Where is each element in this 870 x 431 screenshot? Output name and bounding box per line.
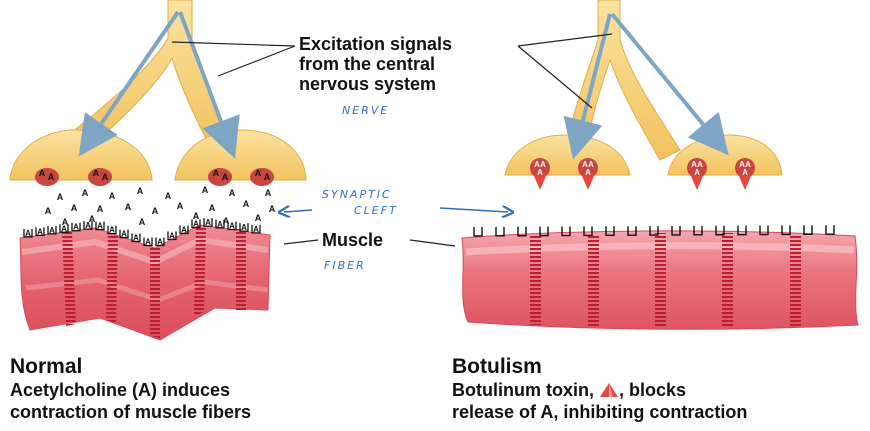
normal-terminal-left	[10, 130, 152, 180]
handwritten-cleft: CLEFT	[354, 204, 398, 217]
acetylcholine-a: A	[255, 168, 262, 178]
botulism-signal-arrow-left	[578, 14, 610, 140]
acetylcholine-a: A	[102, 172, 109, 182]
acetylcholine-a: A	[93, 168, 100, 178]
normal-terminal-right	[175, 130, 306, 180]
botulism-caption-line-1-pre: Botulinum toxin,	[452, 380, 594, 400]
handwritten-arrow-right	[440, 208, 508, 212]
excitation-line-1: Excitation signals	[299, 34, 452, 54]
acetylcholine-a: A	[39, 168, 46, 178]
excitation-line-3: nervous system	[299, 74, 452, 94]
botulism-title: Botulism	[452, 355, 747, 379]
excitation-line-2: from the central	[299, 54, 452, 74]
acetylcholine-a: A	[152, 206, 159, 216]
bound-acetylcholine-a: A	[109, 226, 115, 235]
vesicle-acetylcholine-a: A	[537, 168, 543, 177]
acetylcholine-a: A	[229, 188, 236, 198]
bound-acetylcholine-a: A	[25, 229, 31, 238]
normal-caption-line-1: Acetylcholine (A) induces	[10, 379, 251, 401]
handwritten-synaptic: SYNAPTIC	[322, 188, 392, 201]
acetylcholine-a: A	[165, 191, 172, 201]
botulism-caption-line-1: Botulinum toxin, , blocks	[452, 379, 747, 401]
acetylcholine-a: A	[89, 214, 96, 224]
excitation-label: Excitation signals from the central nerv…	[299, 34, 452, 94]
acetylcholine-a: A	[265, 188, 272, 198]
bound-acetylcholine-a: A	[145, 237, 151, 246]
acetylcholine-a: A	[264, 172, 271, 182]
acetylcholine-a: A	[125, 202, 132, 212]
toxin-triangle-icon	[599, 382, 619, 398]
acetylcholine-a: A	[223, 216, 230, 226]
acetylcholine-a: A	[243, 199, 250, 209]
vesicle-acetylcholine-a: A	[742, 168, 748, 177]
acetylcholine-a: A	[57, 192, 64, 202]
vesicle-acetylcholine-a: A	[585, 168, 591, 177]
handwritten-fiber: FIBER	[324, 259, 366, 272]
acetylcholine-a: A	[82, 188, 89, 198]
botulism-caption-line-1-post: , blocks	[619, 380, 686, 400]
acetylcholine-a: A	[269, 204, 276, 214]
empty-receptor	[826, 225, 834, 234]
acetylcholine-a: A	[48, 172, 55, 182]
handwritten-arrow-left	[284, 210, 312, 212]
bound-acetylcholine-a: A	[157, 238, 163, 247]
bound-acetylcholine-a: A	[205, 218, 211, 227]
acetylcholine-a: A	[139, 217, 146, 227]
acetylcholine-a: A	[97, 204, 104, 214]
normal-title: Normal	[10, 355, 251, 379]
bound-acetylcholine-a: A	[97, 222, 103, 231]
toxin-triangle-icon	[582, 176, 594, 190]
empty-receptor	[474, 227, 482, 236]
normal-caption-line-2: contraction of muscle fibers	[10, 401, 251, 423]
normal-caption: Normal Acetylcholine (A) induces contrac…	[10, 355, 251, 423]
normal-signal-arrow-left	[90, 12, 178, 140]
empty-receptor	[496, 227, 504, 236]
botulism-caption: Botulism Botulinum toxin, , blocks relea…	[452, 355, 747, 423]
muscle-label: Muscle	[322, 230, 383, 251]
botulism-caption-line-2: release of A, inhibiting contraction	[452, 401, 747, 423]
bound-acetylcholine-a: A	[133, 234, 139, 243]
botulism-terminal-right	[668, 135, 782, 175]
handwritten-nerve: NERVE	[342, 104, 389, 117]
vesicle-acetylcholine-a: A	[694, 168, 700, 177]
acetylcholine-a: A	[137, 186, 144, 196]
acetylcholine-a: A	[193, 211, 200, 221]
acetylcholine-a: A	[45, 206, 52, 216]
acetylcholine-a: A	[202, 185, 209, 195]
bound-acetylcholine-a: A	[241, 223, 247, 232]
empty-receptor	[804, 225, 812, 234]
toxin-triangle-icon	[534, 176, 546, 190]
bound-acetylcholine-a: A	[253, 225, 259, 234]
acetylcholine-a: A	[255, 213, 262, 223]
bound-acetylcholine-a: A	[229, 221, 235, 230]
acetylcholine-a: A	[213, 168, 220, 178]
bound-acetylcholine-a: A	[73, 223, 79, 232]
toxin-triangle-icon	[691, 176, 703, 190]
acetylcholine-a: A	[209, 203, 216, 213]
acetylcholine-a: A	[222, 172, 229, 182]
acetylcholine-a: A	[71, 203, 78, 213]
acetylcholine-a: A	[109, 191, 116, 201]
normal-nerve-axon	[62, 0, 232, 150]
bound-acetylcholine-a: A	[37, 227, 43, 236]
bound-acetylcholine-a: A	[181, 226, 187, 235]
bound-acetylcholine-a: A	[169, 232, 175, 241]
botulism-terminal-left	[505, 135, 630, 175]
bound-acetylcholine-a: A	[49, 226, 55, 235]
acetylcholine-a: A	[177, 201, 184, 211]
toxin-triangle-icon	[739, 176, 751, 190]
acetylcholine-a: A	[62, 217, 69, 227]
bound-acetylcholine-a: A	[121, 230, 127, 239]
